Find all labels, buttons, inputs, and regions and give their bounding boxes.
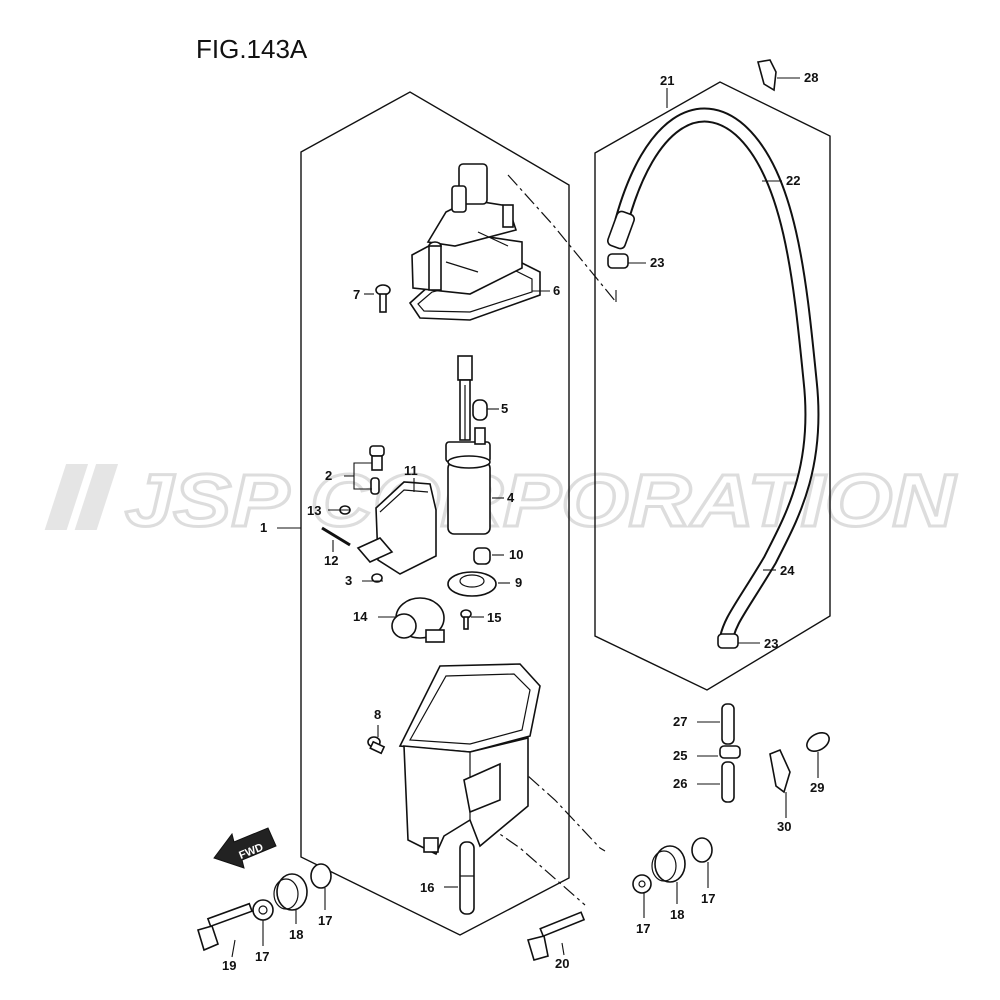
- callout-10: 10: [509, 547, 524, 562]
- screw-part-15: [460, 609, 472, 630]
- watermark: JSP CORPORATION: [44, 458, 958, 542]
- bracket-part-30: [769, 748, 791, 794]
- callout-20: 20: [555, 956, 570, 971]
- fuel-pump-part: [445, 427, 491, 535]
- connection-line-upper: [507, 174, 617, 303]
- callout-21: 21: [660, 73, 675, 88]
- callout-15: 15: [487, 610, 502, 625]
- pipe-part-16: [459, 841, 475, 915]
- callout-6: 6: [553, 283, 561, 298]
- collar-part-17-right-b: [691, 837, 713, 863]
- callout-8: 8: [374, 707, 382, 722]
- collar-part-17-left-b: [310, 863, 332, 889]
- callout-30: 30: [777, 819, 792, 834]
- assembly-frame-main: [300, 91, 570, 936]
- clamp-part-29: [806, 732, 830, 752]
- bolt-part-20: [526, 911, 586, 961]
- callout-4: 4: [507, 490, 515, 505]
- filter-part-11: [356, 481, 437, 575]
- hose-clamp-lower-part-23: [717, 633, 739, 649]
- callout-9: 9: [515, 575, 523, 590]
- callout-14: 14: [353, 609, 368, 624]
- callout-22: 22: [786, 173, 801, 188]
- pump-holder-part-9: [447, 571, 497, 597]
- callout-17-left-a: 17: [255, 949, 270, 964]
- pipe-part-27: [721, 703, 735, 745]
- washer-part-17-right-a: [632, 874, 652, 894]
- connection-line-lower: [509, 759, 606, 852]
- mount-part-18-left: [273, 873, 308, 911]
- callout-5: 5: [501, 401, 509, 416]
- callout-24: 24: [780, 563, 795, 578]
- regulator-part-14: [391, 597, 445, 643]
- figure-title: FIG.143A: [196, 34, 308, 64]
- watermark-text: JSP CORPORATION: [125, 459, 957, 542]
- callout-3: 3: [345, 573, 353, 588]
- pump-harness-part: [457, 355, 488, 441]
- leader-lines: [231, 77, 819, 958]
- callout-28: 28: [804, 70, 819, 85]
- callout-2: 2: [325, 468, 333, 483]
- separator-cover-part: [408, 163, 541, 321]
- hose-part-21: [606, 210, 636, 250]
- assembly-frame-hose: [594, 81, 831, 691]
- callout-27: 27: [673, 714, 688, 729]
- callout-17-right-b: 17: [701, 891, 716, 906]
- connector-part-2: [369, 445, 385, 495]
- callout-18-left: 18: [289, 927, 304, 942]
- callout-1: 1: [260, 520, 268, 535]
- screw-part-7: [375, 284, 391, 313]
- callout-12: 12: [324, 553, 339, 568]
- callout-23-upper: 23: [650, 255, 665, 270]
- fwd-arrow-icon: FWD: [213, 827, 277, 869]
- mount-part-18-right: [651, 845, 686, 883]
- callout-25: 25: [673, 748, 688, 763]
- callout-13: 13: [307, 503, 322, 518]
- callout-7: 7: [353, 287, 361, 302]
- grommet-part-10: [473, 547, 491, 565]
- clip-part-28: [756, 59, 777, 92]
- hose-clamp-upper-part-23: [607, 253, 629, 269]
- screw-part-3: [371, 573, 383, 583]
- callout-19: 19: [222, 958, 237, 973]
- callout-17-right-a: 17: [636, 921, 651, 936]
- callout-11: 11: [404, 463, 418, 478]
- pin-part-12: [321, 526, 351, 547]
- hose-part-22: [614, 107, 820, 648]
- pipe-part-26: [721, 761, 735, 803]
- washer-part-17-left-a: [252, 899, 274, 921]
- callout-26: 26: [673, 776, 688, 791]
- callout-18-right: 18: [670, 907, 685, 922]
- callout-16: 16: [420, 880, 435, 895]
- screw-part-8: [367, 736, 386, 755]
- callout-29: 29: [810, 780, 825, 795]
- callout-23-lower: 23: [764, 636, 779, 651]
- callout-17-left-b: 17: [318, 913, 333, 928]
- clamp-part-25: [719, 745, 741, 759]
- bolt-part-19: [197, 902, 254, 952]
- separator-tank-part: [398, 663, 541, 856]
